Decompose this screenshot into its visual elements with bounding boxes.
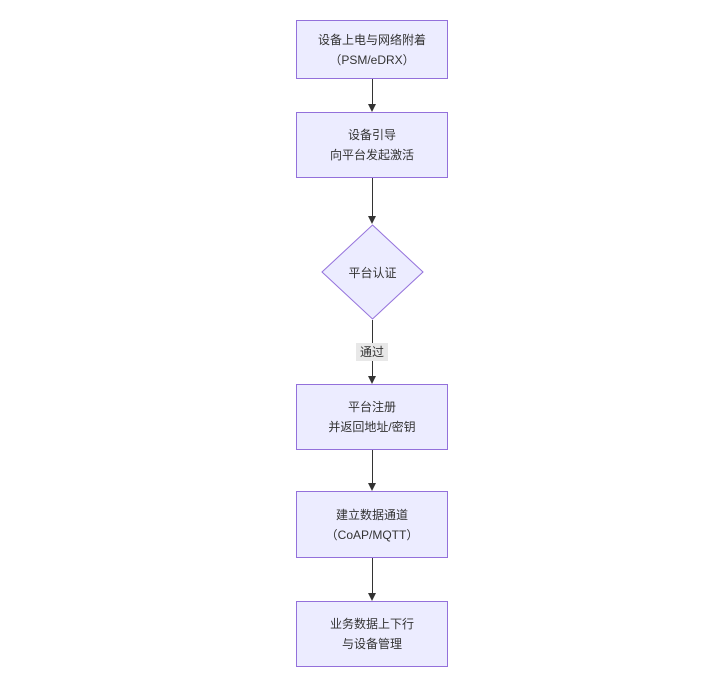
node-label-line: 业务数据上下行 (329, 617, 414, 631)
node-platform-register: 平台注册 并返回地址/密钥 (296, 384, 448, 450)
node-label-line: 并返回地址/密钥 (328, 420, 416, 434)
node-label-line: 与设备管理 (341, 637, 402, 651)
arrow-head-icon (368, 593, 376, 601)
edge-label-pass: 通过 (355, 343, 389, 361)
arrow-head-icon (368, 104, 376, 112)
node-data-channel: 建立数据通道 （CoAP/MQTT） (296, 491, 448, 558)
edge-power-to-boot (372, 79, 373, 106)
diamond-shape (321, 224, 424, 320)
node-label-line: 平台注册 (347, 400, 396, 414)
node-label-line: 平台认证 (348, 265, 397, 280)
node-label-line: 向平台发起激活 (329, 148, 414, 162)
node-bootstrap: 设备引导 向平台发起激活 (296, 112, 448, 178)
arrow-head-icon (368, 376, 376, 384)
node-label-line: （PSM/eDRX） (329, 52, 415, 67)
node-business-data: 业务数据上下行 与设备管理 (296, 601, 448, 667)
arrow-head-icon (368, 216, 376, 224)
node-label-line: 设备上电与网络附着 (317, 32, 426, 47)
edge-boot-to-auth (372, 178, 373, 217)
arrow-head-icon (368, 483, 376, 491)
edge-register-to-channel (372, 450, 373, 484)
edge-channel-to-business (372, 558, 373, 594)
node-platform-auth-decision: 平台认证 (321, 224, 424, 320)
node-label-line: （CoAP/MQTT） (325, 527, 419, 542)
node-label-line: 建立数据通道 (335, 507, 408, 522)
node-label-line: 设备引导 (347, 128, 396, 142)
node-power-attach: 设备上电与网络附着 （PSM/eDRX） (296, 20, 448, 79)
